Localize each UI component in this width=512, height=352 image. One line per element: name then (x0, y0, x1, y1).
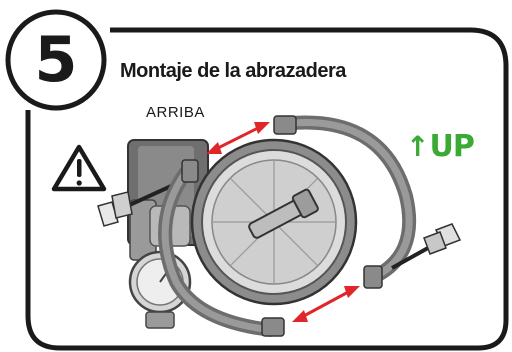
filter-lid (190, 138, 358, 306)
left-clamp-bolt (97, 180, 181, 227)
up-arrow-icon: ↑ (406, 130, 429, 163)
up-label: ↑UP (406, 129, 475, 164)
warning-icon (51, 144, 107, 192)
clamp-left-half (158, 159, 285, 337)
step-number: 5 (34, 23, 78, 96)
step-badge (5, 9, 107, 111)
up-text: UP (429, 129, 474, 164)
step-title: Montaje de la abrazadera (120, 60, 346, 82)
arriba-label: ARRIBA (146, 104, 205, 121)
clamp-right-half (273, 115, 417, 289)
separation-arrow-top (206, 122, 270, 154)
separation-arrow-bottom (292, 286, 360, 322)
right-clamp-bolt (391, 223, 462, 270)
